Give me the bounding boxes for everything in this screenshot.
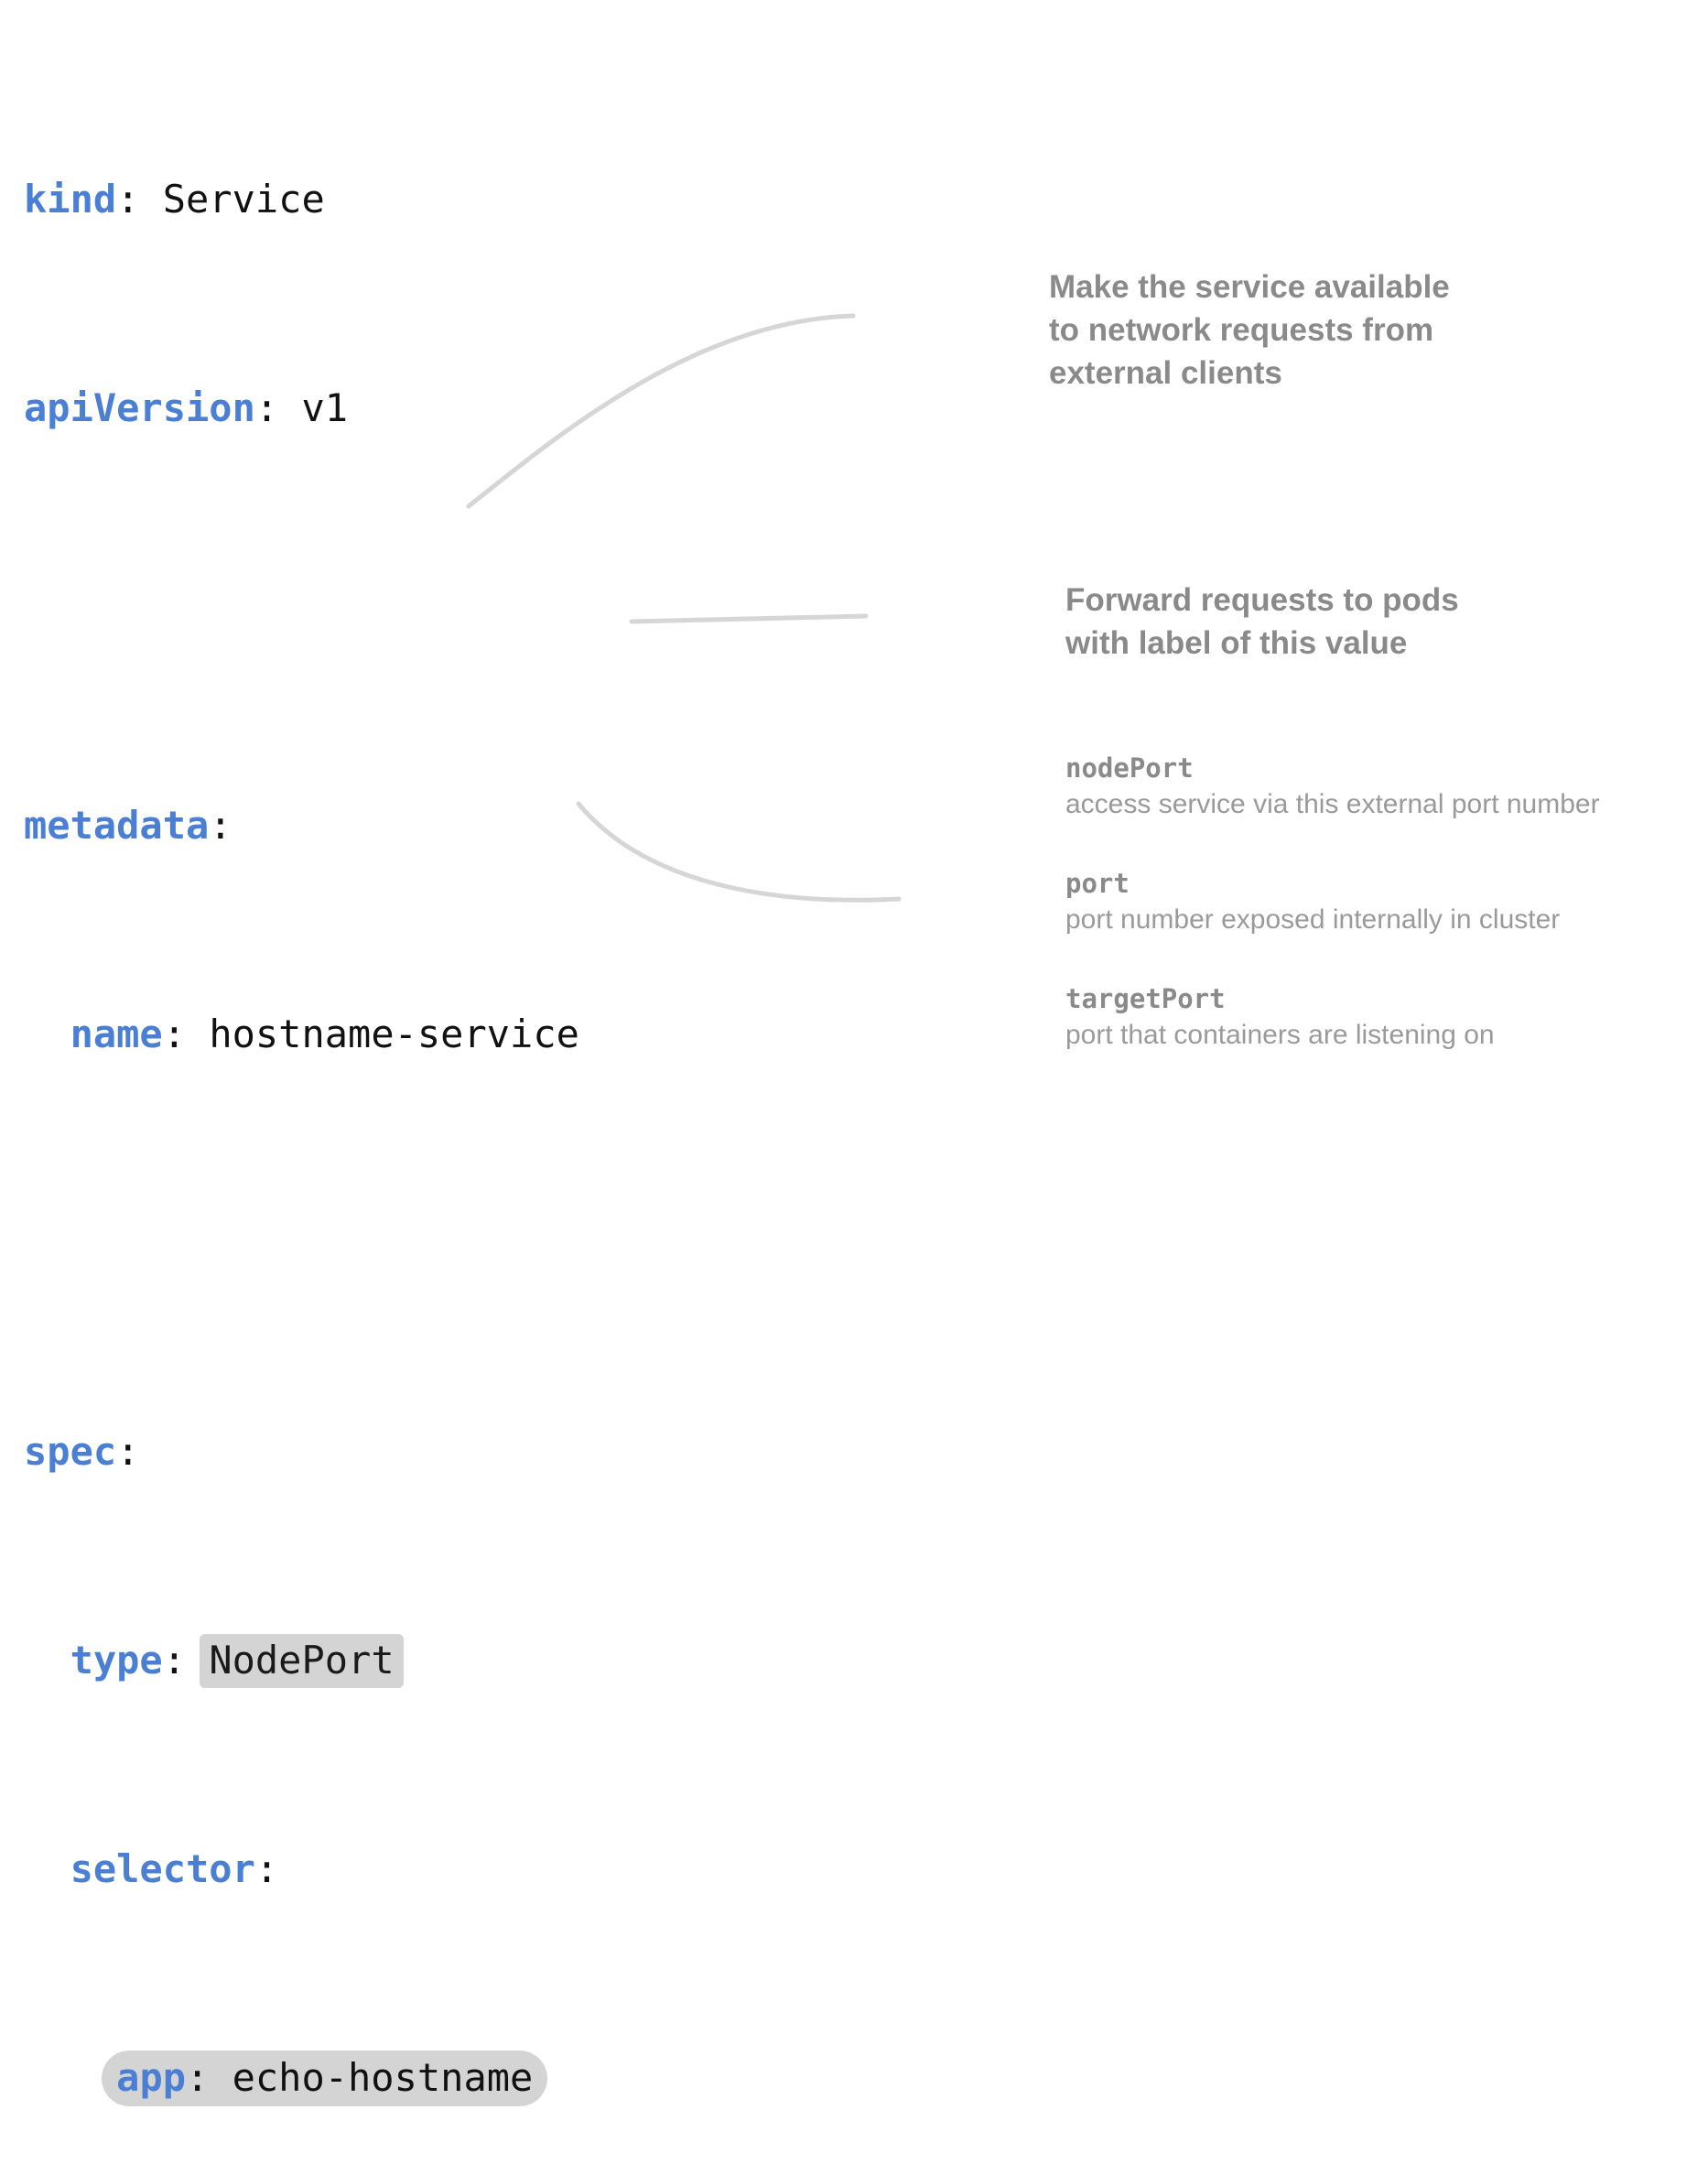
yaml-line-kind: kind: Service bbox=[24, 173, 579, 225]
yaml-blank-line bbox=[24, 1217, 579, 1269]
yaml-line-name: name: hostname-service bbox=[24, 1008, 579, 1060]
annotation-term-port: port bbox=[1065, 868, 1130, 899]
annotation-desc-targetport: port that containers are listening on bbox=[1065, 1020, 1495, 1050]
yaml-line-spec: spec: bbox=[24, 1425, 579, 1477]
yaml-line-selector: selector: bbox=[24, 1843, 579, 1895]
yaml-colon: : bbox=[254, 1846, 279, 1891]
yaml-colon: : bbox=[254, 385, 302, 430]
annotation-nodeport-group: nodePort access service via this externa… bbox=[1065, 751, 1706, 824]
yaml-key-name: name bbox=[70, 1012, 163, 1056]
yaml-value-name: hostname-service bbox=[209, 1012, 579, 1056]
yaml-key-type: type bbox=[70, 1638, 163, 1683]
annotation-term-nodeport: nodePort bbox=[1065, 752, 1194, 784]
yaml-value-app: echo-hostname bbox=[232, 2055, 534, 2100]
yaml-line-metadata: metadata: bbox=[24, 799, 579, 851]
annotation-port-group: port port number exposed internally in c… bbox=[1065, 866, 1706, 939]
annotation-service-type: Make the service available to network re… bbox=[1049, 269, 1450, 391]
yaml-value-apiversion: v1 bbox=[301, 385, 349, 430]
yaml-key-metadata: metadata bbox=[24, 803, 210, 848]
annotation-term-targetport: targetPort bbox=[1065, 983, 1226, 1014]
selector-connector-line bbox=[629, 613, 869, 624]
yaml-key-kind: kind bbox=[24, 177, 117, 222]
yaml-key-spec: spec bbox=[24, 1429, 117, 1474]
yaml-value-kind: Service bbox=[162, 177, 325, 222]
ports-connector-curve bbox=[576, 801, 902, 903]
annotation-desc-nodeport: access service via this external port nu… bbox=[1065, 789, 1600, 819]
yaml-colon: : bbox=[186, 2055, 232, 2100]
yaml-line-type: type: NodePort bbox=[24, 1634, 579, 1688]
yaml-key-selector: selector bbox=[70, 1846, 255, 1891]
yaml-code-block: kind: Service apiVersion: v1 metadata: n… bbox=[24, 16, 579, 2175]
yaml-colon: : bbox=[209, 803, 232, 848]
yaml-key-apiversion: apiVersion bbox=[24, 385, 255, 430]
yaml-colon: : bbox=[116, 177, 163, 222]
annotation-targetport-group: targetPort port that containers are list… bbox=[1065, 981, 1706, 1055]
yaml-line-apiversion: apiVersion: v1 bbox=[24, 382, 579, 434]
annotation-desc-port: port number exposed internally in cluste… bbox=[1065, 904, 1561, 935]
highlight-app-selector: app: echo-hostname bbox=[102, 2051, 548, 2106]
highlight-nodeport-value: NodePort bbox=[200, 1634, 404, 1688]
yaml-blank-line bbox=[24, 590, 579, 643]
yaml-line-app: app: echo-hostname bbox=[24, 2051, 579, 2106]
yaml-key-app: app bbox=[116, 2055, 187, 2100]
yaml-colon: : bbox=[116, 1429, 140, 1474]
yaml-colon: : bbox=[162, 1012, 210, 1056]
annotation-selector: Forward requests to pods with label of t… bbox=[1065, 582, 1459, 661]
